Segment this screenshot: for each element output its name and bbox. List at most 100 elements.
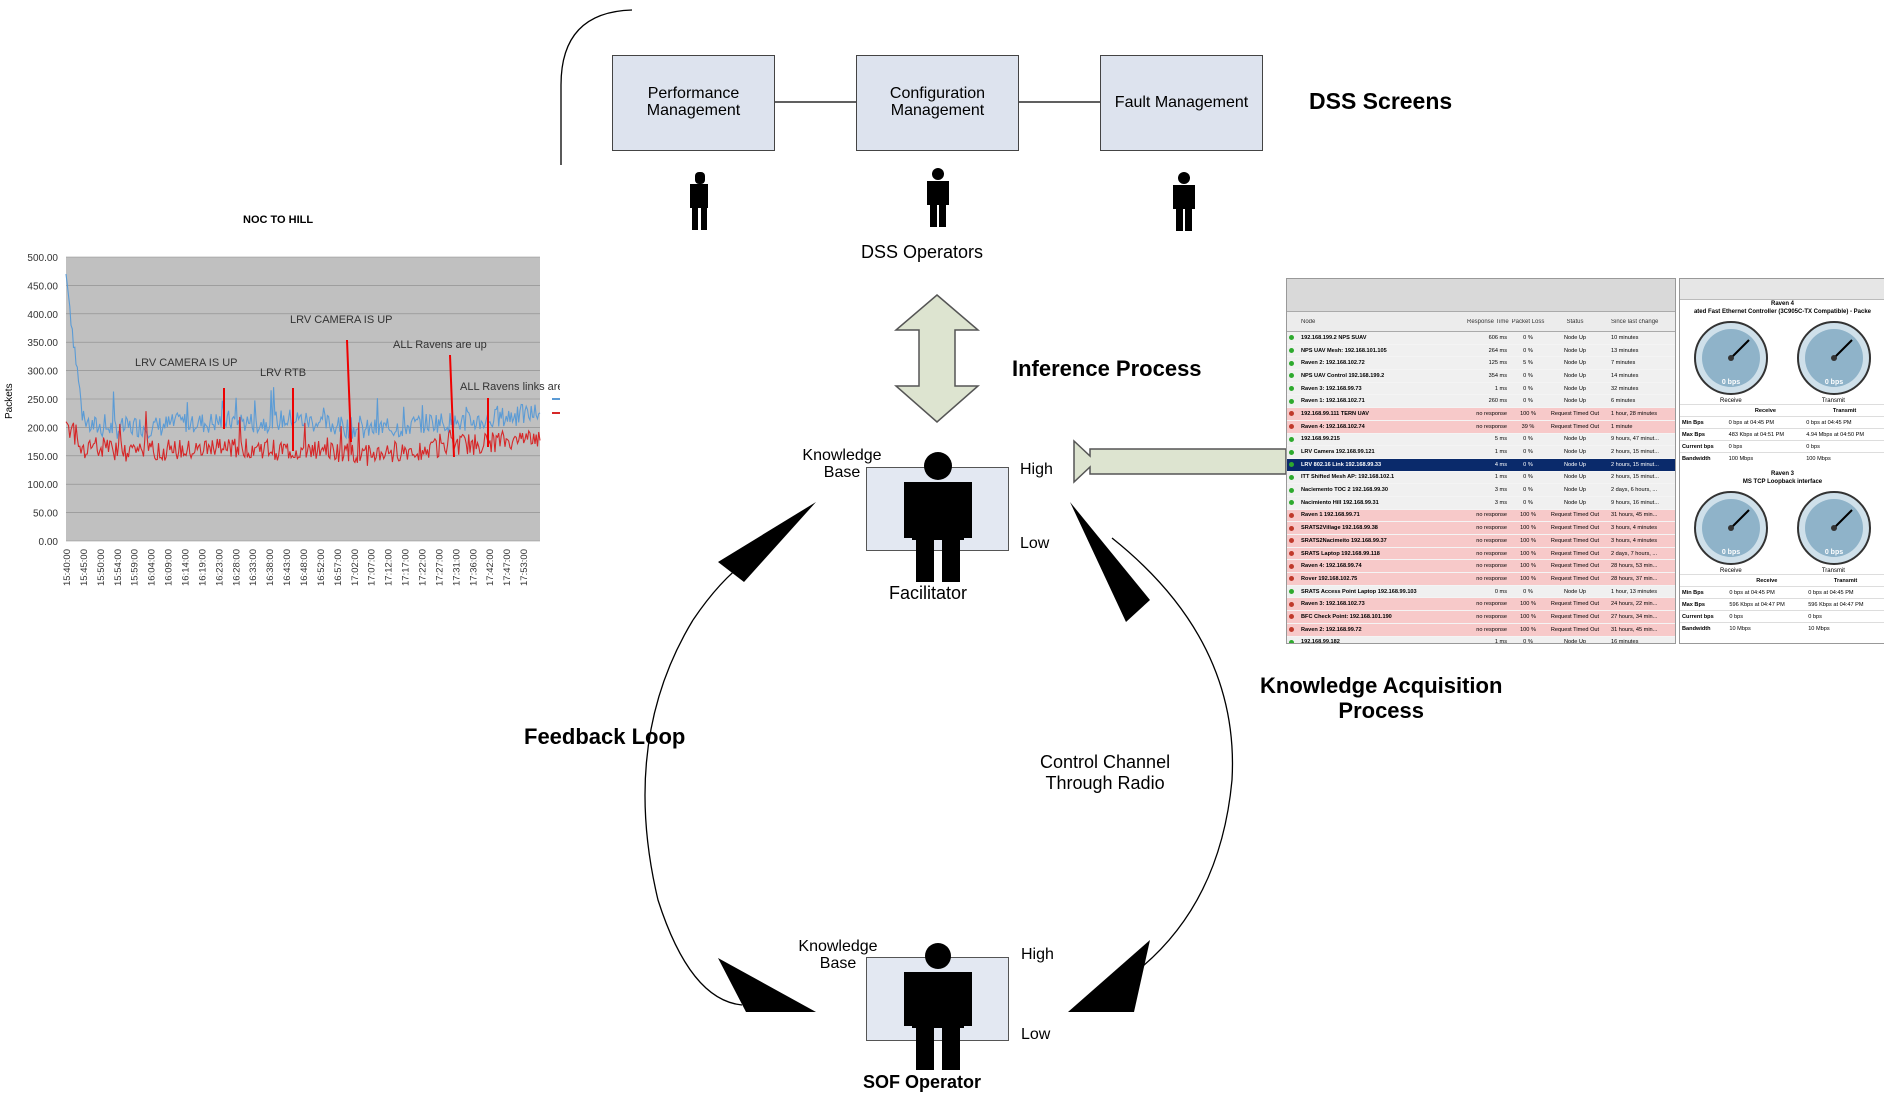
monitor-cell: 3 ms xyxy=(1494,487,1507,494)
monitor-cell: no response xyxy=(1476,613,1507,620)
monitor-cell: SRATS2Nacimeito 192.168.99.37 xyxy=(1301,537,1387,544)
monitor-cell: no response xyxy=(1476,525,1507,532)
sof-low-label: Low xyxy=(1021,1026,1051,1043)
configuration-management-box: Configuration Management xyxy=(856,55,1019,151)
monitor-cell: 192.168.99.111 TERN UAV xyxy=(1301,410,1369,417)
monitor-cell: 264 ms xyxy=(1488,347,1507,354)
status-dot-icon xyxy=(1287,348,1295,354)
x-tick-label: 16:43:00 xyxy=(282,549,293,586)
monitor-cell: 0 % xyxy=(1523,449,1533,456)
y-tick-label: 150.00 xyxy=(27,452,58,463)
monitor-cell: 100 % xyxy=(1520,601,1536,608)
monitor-cell: no response xyxy=(1476,550,1507,557)
inference-double-arrow xyxy=(893,294,981,423)
monitor-cell: NPS UAV Control 192.168.199.2 xyxy=(1301,372,1385,379)
y-tick-label: 100.00 xyxy=(27,480,58,491)
monitor-cell: LRV Camera 192.168.99.121 xyxy=(1301,449,1375,456)
svg-text:0 bps: 0 bps xyxy=(1825,549,1843,556)
arrowhead xyxy=(1068,940,1150,1012)
knowledge-acq-arrow xyxy=(1073,439,1287,484)
monitor-cell: 354 ms xyxy=(1488,372,1507,379)
monitor-cell: 100 % xyxy=(1520,550,1536,557)
monitor-cell: Request Timed Out xyxy=(1550,601,1600,608)
status-dot-icon xyxy=(1287,386,1295,392)
monitor-cell: Node Up xyxy=(1563,461,1587,468)
y-tick-label: 500.00 xyxy=(27,253,58,264)
monitor-cell: Raven 1: 192.168.102.71 xyxy=(1301,398,1365,405)
chart-annotation: ALL Ravens links are up xyxy=(460,381,560,393)
monitor-cell: 9 hours, 16 minut... xyxy=(1611,499,1659,506)
control-arc xyxy=(1111,537,1234,979)
monitor-toolbar xyxy=(1287,279,1675,312)
y-tick-label: 300.00 xyxy=(27,367,58,378)
monitor-row[interactable]: SRATS Access Point Laptop 192.168.99.103… xyxy=(1287,586,1675,599)
monitor-cell: 3 hours, 4 minutes xyxy=(1611,525,1658,532)
monitor-cell: Node Up xyxy=(1563,588,1587,595)
monitor-cell: Request Timed Out xyxy=(1550,613,1600,620)
x-tick-label: 15:40:00 xyxy=(62,549,73,586)
operator-figure xyxy=(1173,172,1195,231)
monitor-cell: Raven 3: 192.168.102.73 xyxy=(1301,601,1365,608)
monitor-cell: 28 hours, 53 min... xyxy=(1611,563,1658,570)
speed-gauge-icon: 0 bps xyxy=(1694,491,1769,565)
monitor-cell: 5 ms xyxy=(1494,436,1507,443)
monitor-cell: 1 minute xyxy=(1611,423,1633,430)
sof-high-label: High xyxy=(1021,946,1054,963)
annotation-arrow xyxy=(346,339,352,443)
x-tick-label: 16:23:00 xyxy=(214,549,225,586)
series-line xyxy=(65,411,541,466)
speed-gauge-icon: 0 bps xyxy=(1796,491,1871,565)
x-tick-label: 15:50:00 xyxy=(96,549,107,586)
status-dot-icon xyxy=(1287,601,1295,607)
monitor-cell: Node Up xyxy=(1563,360,1587,367)
status-dot-icon xyxy=(1287,487,1295,493)
monitor-cell: Request Timed Out xyxy=(1550,575,1600,582)
y-tick-label: 350.00 xyxy=(27,338,58,349)
x-tick-label: 17:47:00 xyxy=(502,549,513,586)
x-tick-label: 15:45:00 xyxy=(79,549,90,586)
monitor-cell: NPS UAV Mesh: 192.168.101.105 xyxy=(1301,347,1387,354)
monitor-cell: Raven 3: 192.168.99.73 xyxy=(1301,385,1362,392)
status-dot-icon xyxy=(1287,449,1295,455)
x-tick-label: 17:12:00 xyxy=(384,549,395,586)
monitor-cell: Node Up xyxy=(1563,639,1587,644)
chart-annotation: LRV CAMERA IS UP xyxy=(135,357,238,369)
monitor-cell: Naciemento TOC 2 192.168.99.30 xyxy=(1301,487,1388,494)
arrowhead xyxy=(718,958,816,1012)
monitor-cell: 0 % xyxy=(1523,334,1533,341)
monitor-cell: 100 % xyxy=(1520,575,1536,582)
monitor-cell: 100 % xyxy=(1520,537,1536,544)
status-dot-icon xyxy=(1287,500,1295,506)
status-dot-icon xyxy=(1287,424,1295,430)
monitor-cell: SRATS Access Point Laptop 192.168.99.103 xyxy=(1301,588,1417,595)
facilitator-low-label: Low xyxy=(1020,535,1050,552)
monitor-cell: Node Up xyxy=(1563,347,1587,354)
monitor-cell: 100 % xyxy=(1520,512,1536,519)
monitor-cell: 1 ms xyxy=(1494,449,1507,456)
